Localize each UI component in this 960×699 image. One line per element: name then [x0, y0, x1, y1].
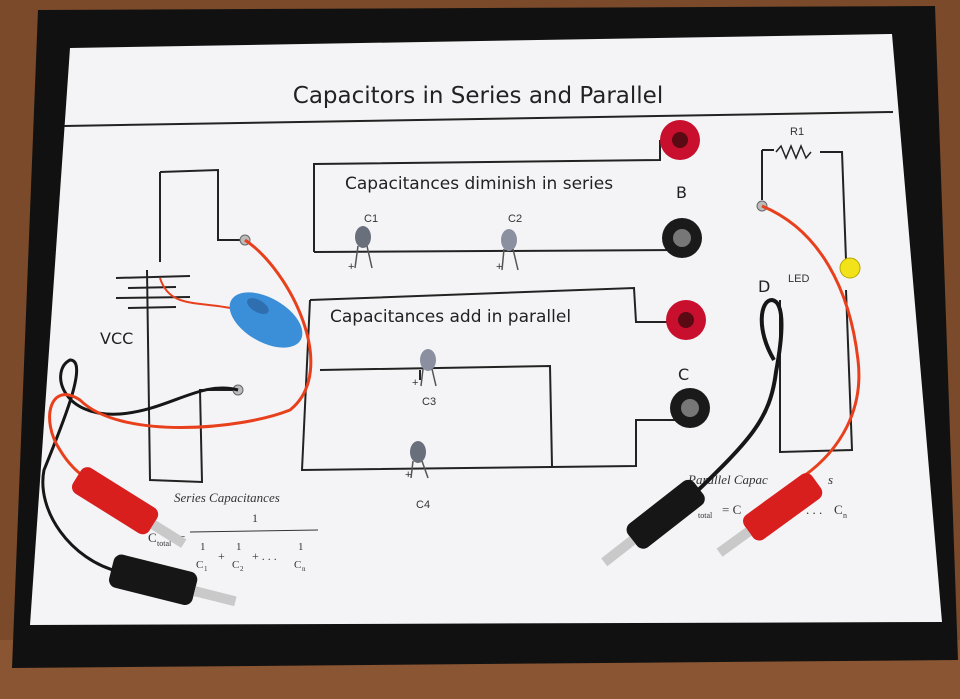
banana-plug-left-black[interactable]: [107, 553, 239, 617]
battery-plate-2: [127, 286, 177, 289]
capacitor-c1: [354, 226, 373, 269]
parallel-circuit-trace: [300, 286, 680, 472]
capacitor-c1-label: C1: [364, 213, 378, 225]
capacitor-c2-plus: +: [496, 261, 502, 273]
resistor-zigzag: [775, 144, 812, 160]
terminal-b-label: B: [676, 183, 687, 202]
vcc-label: VCC: [100, 329, 133, 348]
series-formula-lhs-sub: total: [157, 539, 172, 548]
black-wire-loop-d: [688, 297, 784, 500]
battery-plate-3: [115, 296, 191, 299]
title-divider: [63, 111, 894, 127]
banana-plug-right-red[interactable]: [711, 470, 826, 565]
parallel-formula-last: C: [834, 502, 843, 517]
board-title: Capacitors in Series and Parallel: [293, 83, 663, 109]
series-formula-bar: [189, 529, 319, 533]
parallel-formula-title: Parallel Capac: [687, 472, 768, 487]
post-black-c[interactable]: [670, 388, 710, 428]
series-formula-lhs: C: [148, 530, 157, 545]
post-black-b[interactable]: [662, 218, 702, 258]
series-den-op-2: + . . .: [252, 549, 277, 563]
battery-plate-4: [127, 306, 177, 309]
led-yellow: [839, 257, 861, 279]
capacitor-c4: [410, 441, 429, 479]
post-red-middle[interactable]: [666, 300, 706, 340]
terminal-c-label: C: [678, 365, 689, 384]
series-den-2-c: C: [232, 559, 239, 571]
series-den-3-c: C: [294, 559, 301, 571]
capacitor-c2: [501, 229, 519, 271]
series-caption: Capacitances diminish in series: [345, 174, 613, 194]
capacitor-c3-label: C3: [422, 396, 436, 408]
series-formula-num: 1: [252, 511, 258, 525]
series-den-1-sub: 1: [204, 565, 208, 573]
series-den-2-sub: 2: [240, 565, 244, 573]
red-wire-battery: [159, 277, 241, 311]
parallel-formula-title-tail: s: [828, 472, 833, 487]
capacitor-c3: [420, 349, 437, 387]
led-label: LED: [788, 273, 809, 285]
parallel-formula-last-sub: n: [843, 511, 847, 520]
series-den-op-1: +: [218, 549, 225, 563]
red-wire-left: [48, 238, 313, 486]
parallel-formula-sub: total: [698, 511, 713, 520]
battery-plate-1: [115, 275, 191, 279]
banana-plug-left-red[interactable]: [69, 464, 192, 556]
battery-clip-blue: [229, 292, 303, 348]
resistor-label: R1: [790, 126, 804, 138]
terminal-d-label: D: [758, 277, 770, 296]
capacitor-c3-plus: +: [412, 377, 418, 389]
series-den-1-c: C: [196, 559, 203, 571]
series-den-2: 1: [236, 541, 242, 553]
led-circuit-trace: [761, 149, 854, 454]
banana-plug-right-black[interactable]: [595, 477, 708, 575]
capacitor-c2-label: C2: [508, 213, 522, 225]
post-red-top[interactable]: [660, 120, 700, 160]
red-wire-right: [761, 204, 861, 478]
parallel-formula-dots: . . .: [806, 502, 822, 517]
series-den-1: 1: [200, 541, 206, 553]
capacitor-c1-plus: +: [348, 261, 354, 273]
black-wire-left: [41, 358, 239, 574]
series-formula-title: Series Capacitances: [174, 490, 280, 505]
capacitor-c4-label: C4: [416, 499, 430, 511]
parallel-caption: Capacitances add in parallel: [330, 307, 571, 327]
series-den-3-sub: n: [302, 565, 306, 573]
series-den-3: 1: [298, 541, 304, 553]
series-circuit-trace: [313, 140, 681, 253]
parallel-formula-eq: = C: [722, 502, 741, 517]
capacitor-c4-plus: +: [405, 469, 411, 481]
